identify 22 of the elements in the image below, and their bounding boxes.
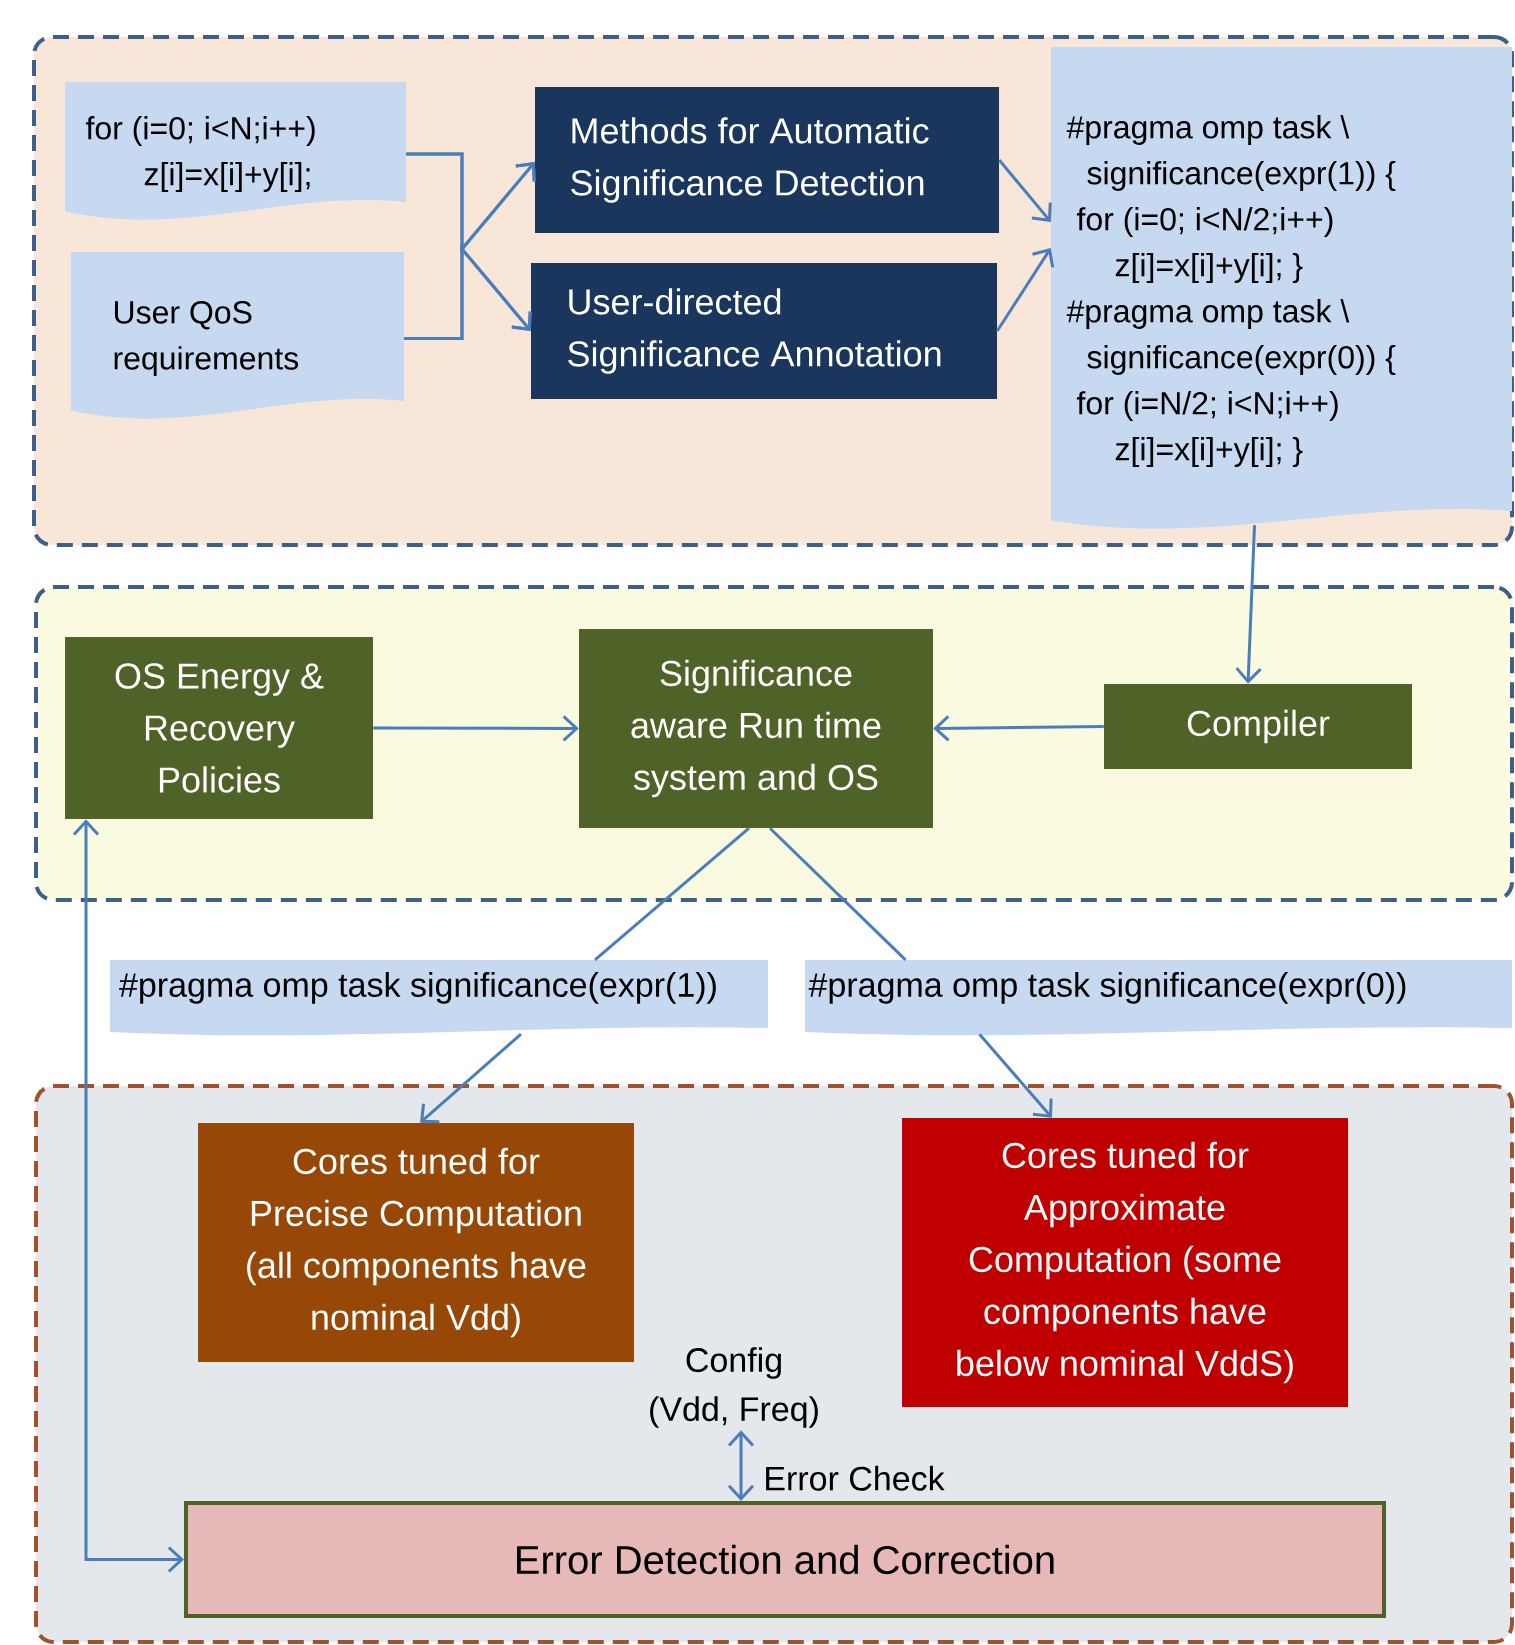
arrow xyxy=(933,715,1104,742)
arrow xyxy=(1235,525,1262,684)
process-box: Compiler xyxy=(1104,684,1412,769)
code-banner: #pragma omp task significance(expr(0)) xyxy=(805,960,1512,1036)
arrow xyxy=(727,1430,755,1501)
arrow xyxy=(404,244,532,340)
process-box: Cores tuned for Precise Computation (all components have nominal Vdd) xyxy=(198,1123,634,1362)
process-box: User-directed Significance Annotation xyxy=(531,263,997,399)
edge-label: Error Check xyxy=(761,1463,947,1493)
process-box: Significance aware Run time system and OS xyxy=(579,629,933,828)
arrow xyxy=(998,159,1052,222)
arrow xyxy=(373,715,579,742)
arrow xyxy=(995,248,1055,332)
arrow xyxy=(72,819,184,1573)
process-box: Cores tuned for Approximate Computation (some components have below nominal VddS) xyxy=(902,1118,1348,1407)
process-box: OS Energy & Recovery Policies xyxy=(65,637,373,819)
annotation-text: Config (Vdd, Freq) xyxy=(650,1347,818,1428)
code-banner: #pragma omp task significance(expr(1)) xyxy=(110,960,768,1036)
process-box: Error Detection and Correction xyxy=(184,1501,1386,1618)
arrow xyxy=(420,1033,522,1124)
process-box: Methods for Automatic Significance Detection xyxy=(535,87,999,233)
arrow xyxy=(978,1033,1053,1118)
